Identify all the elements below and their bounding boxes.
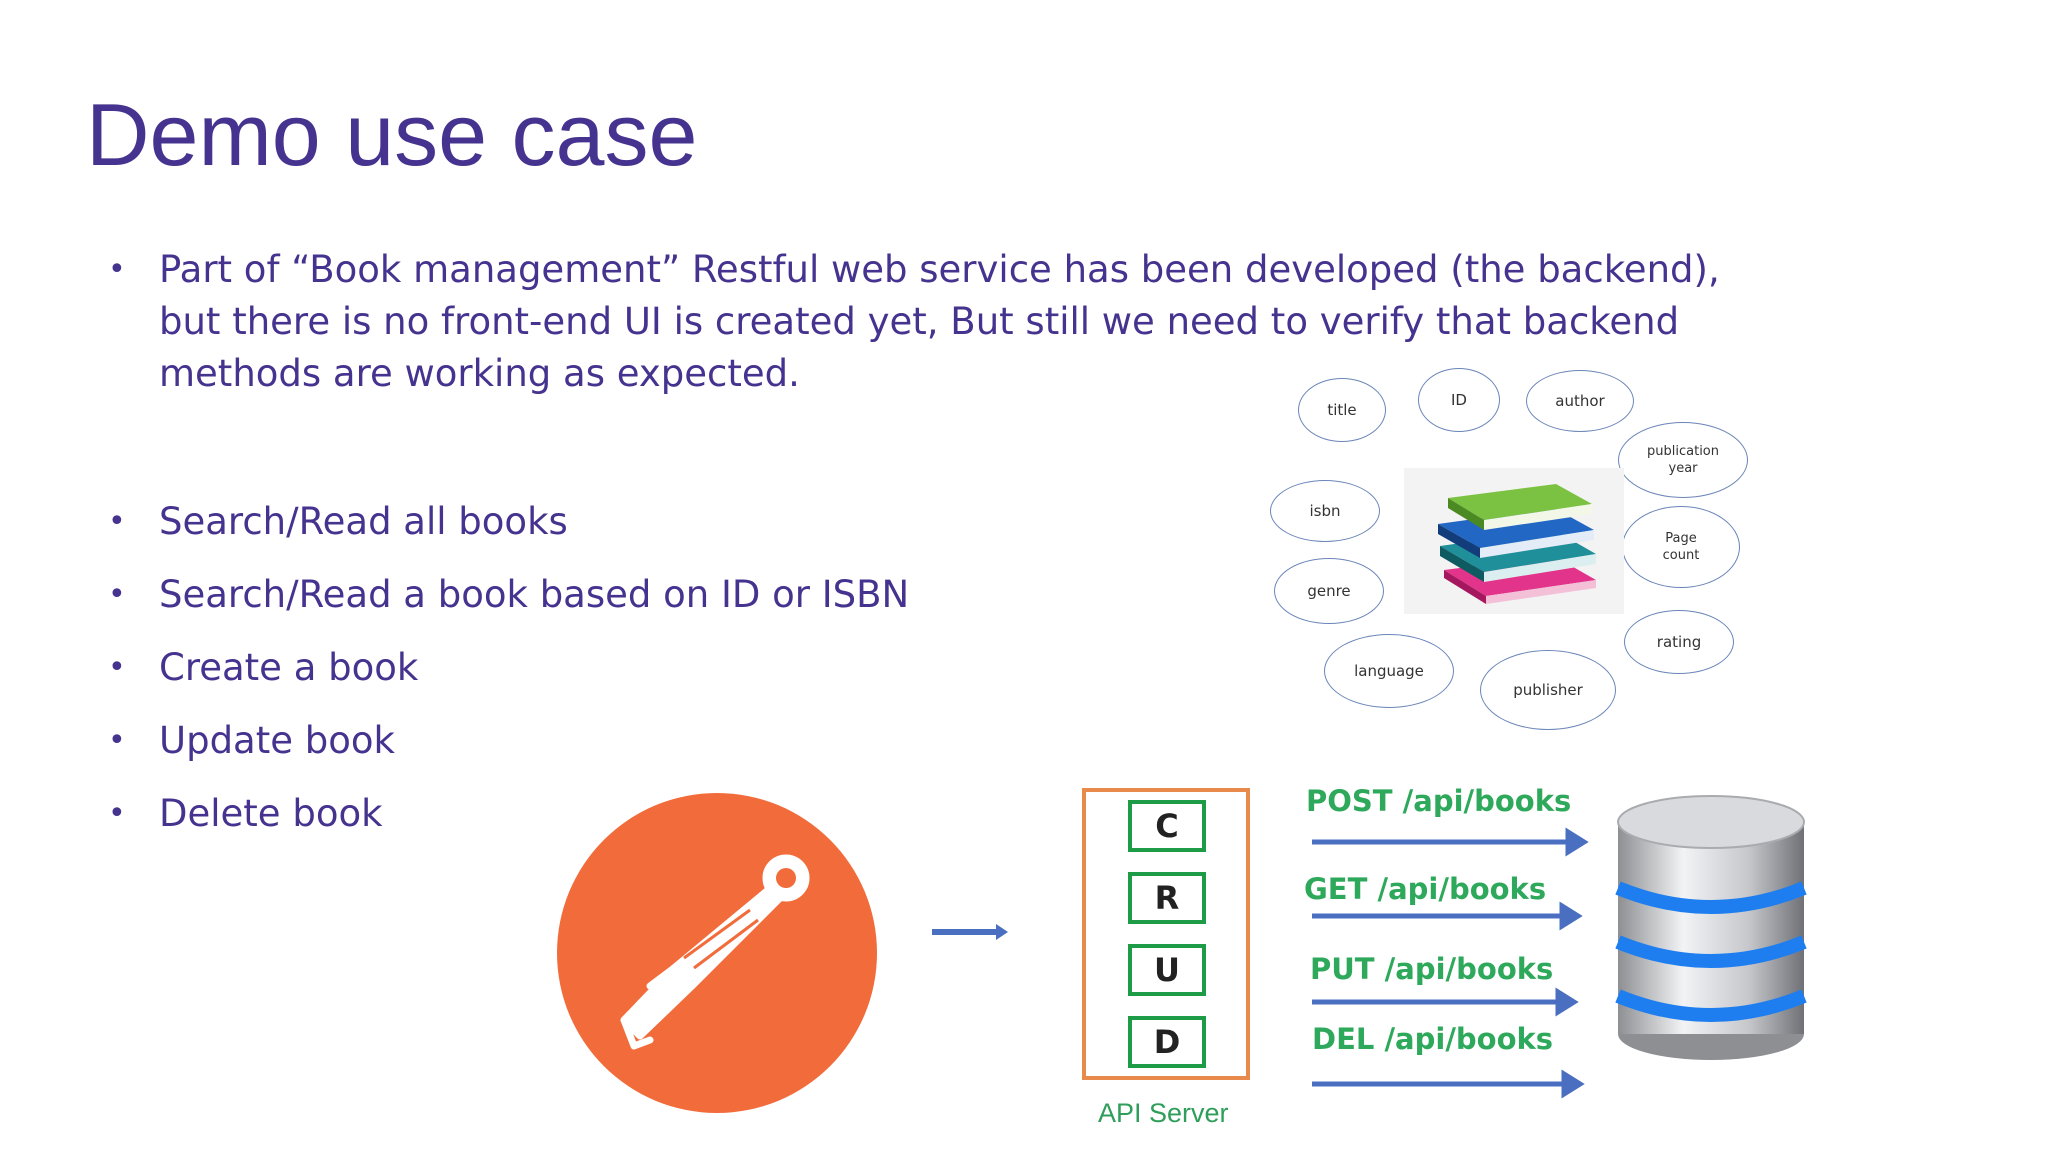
crud-letter-c: C xyxy=(1128,800,1206,852)
database-icon xyxy=(1615,795,1807,1060)
field-bubble-publication-year: publication year xyxy=(1618,422,1748,498)
bullet-dot: • xyxy=(108,577,126,612)
postman-logo-icon xyxy=(557,793,877,1113)
slide-title: Demo use case xyxy=(86,85,698,184)
field-bubble-page-count: Page count xyxy=(1622,506,1740,588)
crud-letter-r: R xyxy=(1128,872,1206,924)
endpoint-del: DEL /api/books xyxy=(1312,1022,1554,1056)
bullet-dot: • xyxy=(108,504,126,539)
bullet-dot: • xyxy=(108,723,126,758)
endpoint-post: POST /api/books xyxy=(1306,784,1572,818)
field-bubble-isbn: isbn xyxy=(1270,480,1380,542)
endpoint-arrows xyxy=(1312,827,1589,1099)
books-stack-icon xyxy=(1404,468,1624,614)
bullet-intro-text: Part of “Book management” Restful web se… xyxy=(159,248,1720,395)
field-bubble-rating: rating xyxy=(1624,610,1734,674)
crud-letter-u: U xyxy=(1128,944,1206,996)
bullet-dot: • xyxy=(108,796,126,831)
bullet-text: Search/Read all books xyxy=(159,500,568,543)
book-fields-diagram: title ID author publication year isbn Pa… xyxy=(1270,360,1770,730)
bullet-text: Update book xyxy=(159,719,395,762)
bullet-text: Search/Read a book based on ID or ISBN xyxy=(159,573,910,616)
bullet-text: Create a book xyxy=(159,646,419,689)
bullet-dot: • xyxy=(108,650,126,685)
api-server-label: API Server xyxy=(1098,1098,1229,1128)
bullet-dot: • xyxy=(108,252,126,287)
endpoint-put: PUT /api/books xyxy=(1310,952,1554,986)
bullet-text: Delete book xyxy=(159,792,383,835)
arrow-icon xyxy=(932,924,1008,940)
field-bubble-author: author xyxy=(1526,370,1634,432)
crud-letter-d: D xyxy=(1128,1016,1206,1068)
field-bubble-publisher: publisher xyxy=(1480,650,1616,730)
api-server-crud-box: C R U D xyxy=(1082,788,1250,1080)
field-bubble-genre: genre xyxy=(1274,558,1384,624)
endpoint-get: GET /api/books xyxy=(1304,872,1547,906)
field-bubble-language: language xyxy=(1324,634,1454,708)
field-bubble-title: title xyxy=(1298,378,1386,442)
field-bubble-id: ID xyxy=(1418,368,1500,432)
